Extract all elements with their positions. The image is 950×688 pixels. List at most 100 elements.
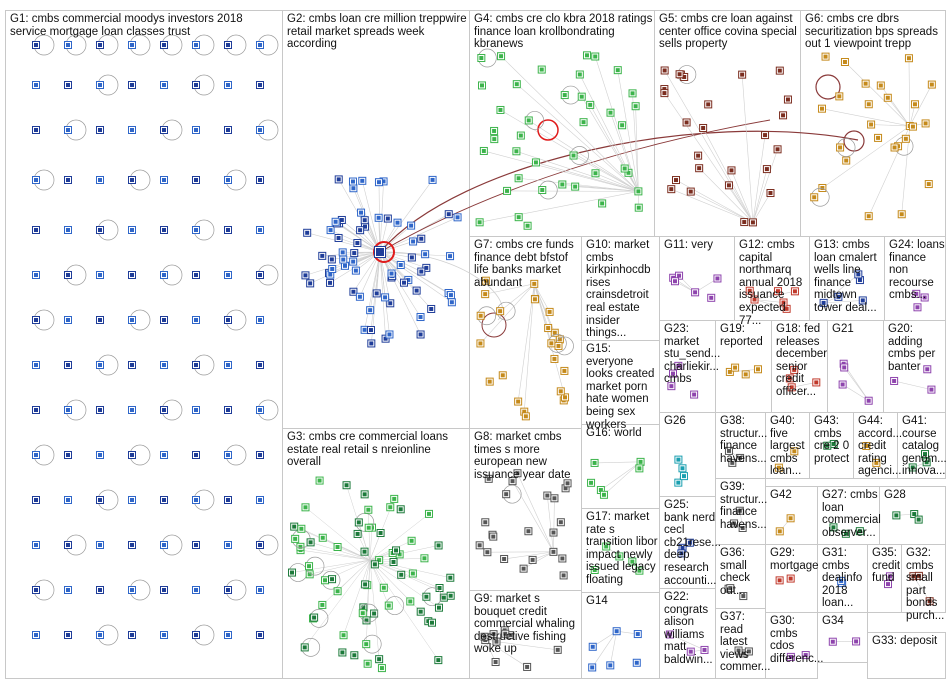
- user-node-icon: [634, 187, 643, 196]
- user-node-icon: [481, 290, 490, 299]
- user-node-icon: [160, 631, 168, 639]
- edge: [664, 70, 754, 223]
- user-node-icon: [686, 647, 695, 656]
- user-node-icon: [128, 226, 136, 234]
- user-node-icon: [549, 547, 558, 556]
- edge: [523, 283, 535, 412]
- node-avatar: [674, 178, 679, 183]
- user-node-icon: [864, 100, 873, 109]
- user-node-icon: [636, 457, 645, 466]
- node-avatar: [601, 492, 606, 497]
- node-avatar: [389, 271, 394, 276]
- node-avatar: [593, 171, 598, 176]
- edge: [754, 299, 784, 303]
- node-avatar: [391, 559, 396, 564]
- node-avatar: [636, 189, 641, 194]
- node-avatar: [589, 480, 594, 485]
- user-node-icon: [64, 496, 72, 504]
- node-avatar: [340, 250, 345, 255]
- node-avatar: [351, 259, 356, 264]
- user-node-icon: [64, 81, 72, 89]
- user-node-icon: [835, 92, 844, 101]
- edge: [573, 155, 639, 192]
- node-avatar: [887, 574, 892, 579]
- user-node-icon: [842, 156, 851, 165]
- graph-nodes: [32, 34, 936, 673]
- edge: [664, 92, 754, 223]
- node-avatar: [747, 288, 752, 293]
- user-node-icon: [854, 270, 863, 279]
- user-node-icon: [665, 630, 674, 639]
- node-avatar: [130, 633, 134, 637]
- node-avatar: [362, 224, 367, 229]
- edge: [310, 542, 371, 561]
- user-node-icon: [434, 541, 443, 550]
- node-avatar: [814, 380, 819, 385]
- node-avatar: [777, 529, 782, 534]
- node-avatar: [362, 492, 367, 497]
- node-avatar: [844, 158, 849, 163]
- node-avatar: [662, 87, 667, 92]
- user-node-icon: [453, 213, 462, 222]
- node-avatar: [681, 474, 686, 479]
- edge: [821, 108, 910, 127]
- user-node-icon: [628, 89, 637, 98]
- user-node-icon: [834, 292, 843, 301]
- user-node-icon: [537, 65, 546, 74]
- node-avatar: [604, 544, 609, 549]
- node-avatar: [372, 562, 377, 567]
- node-avatar: [626, 170, 631, 175]
- node-avatar: [340, 650, 345, 655]
- group-box-g35: [867, 544, 902, 613]
- node-avatar: [787, 376, 792, 381]
- edge: [369, 559, 451, 578]
- user-node-icon: [591, 169, 600, 178]
- node-avatar: [892, 378, 897, 383]
- node-avatar: [552, 330, 557, 335]
- node-avatar: [258, 43, 262, 47]
- node-avatar: [777, 68, 782, 73]
- edge: [379, 251, 427, 269]
- user-node-icon: [256, 406, 264, 414]
- user-node-icon: [547, 339, 556, 348]
- edge: [533, 283, 549, 329]
- node-avatar: [298, 544, 303, 549]
- node-avatar: [916, 573, 921, 578]
- node-avatar: [539, 67, 544, 72]
- node-avatar: [352, 251, 357, 256]
- node-avatar: [563, 395, 568, 400]
- node-avatar: [394, 548, 399, 553]
- node-avatar: [395, 220, 400, 225]
- node-avatar: [98, 43, 102, 47]
- user-node-icon: [64, 406, 72, 414]
- node-avatar: [369, 341, 374, 346]
- node-avatar: [353, 268, 358, 273]
- node-avatar: [424, 265, 429, 270]
- node-avatar: [590, 665, 595, 670]
- user-node-icon: [674, 361, 683, 370]
- node-avatar: [383, 336, 388, 341]
- node-avatar: [837, 94, 842, 99]
- edge: [500, 55, 639, 192]
- user-node-icon: [738, 524, 747, 532]
- user-node-icon: [392, 546, 401, 555]
- node-avatar: [696, 153, 701, 158]
- node-avatar: [590, 644, 595, 649]
- node-avatar: [478, 313, 483, 318]
- node-avatar: [66, 498, 70, 502]
- node-avatar: [662, 68, 667, 73]
- user-node-icon: [774, 463, 783, 472]
- user-node-icon: [64, 316, 72, 324]
- user-node-icon: [704, 100, 713, 109]
- node-avatar: [911, 574, 916, 579]
- node-avatar: [258, 363, 262, 367]
- user-node-icon: [512, 80, 521, 89]
- node-avatar: [630, 559, 635, 564]
- edge: [791, 382, 817, 388]
- user-node-icon: [192, 176, 200, 184]
- node-avatar: [736, 648, 741, 653]
- user-node-icon: [492, 637, 501, 646]
- user-node-icon: [224, 631, 232, 639]
- user-node-icon: [490, 135, 499, 144]
- user-node-icon: [224, 541, 232, 549]
